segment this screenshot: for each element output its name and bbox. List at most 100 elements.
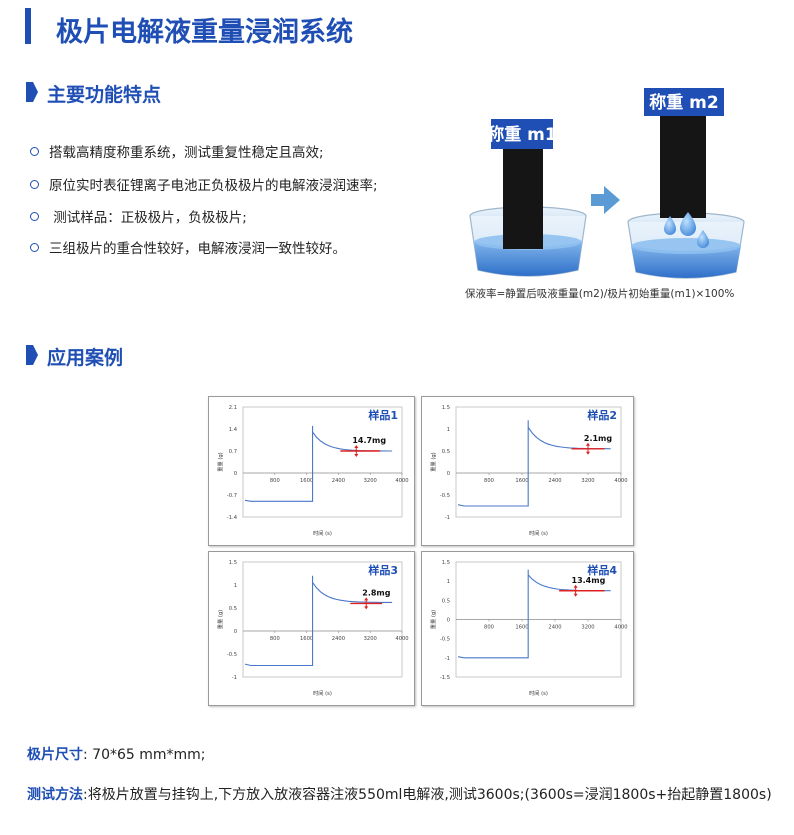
x-tick-label: 2400	[332, 478, 345, 484]
x-axis-label: 时间 (s)	[529, 529, 548, 537]
x-tick-label: 3200	[581, 625, 594, 631]
y-tick-label: 1.5	[442, 405, 450, 411]
size-label: 极片尺寸	[27, 747, 83, 763]
chart-panel: 1.5 1 0.5 0 -0.5 -1 800 1600 2400 3200 4000 时间 (s) 重…	[421, 396, 634, 546]
annotation-label: 2.1mg	[584, 434, 613, 443]
electrode-sample-m2	[660, 116, 706, 218]
y-axis-label: 重量 (g)	[429, 610, 437, 629]
arrow-down-icon	[573, 593, 578, 597]
page-title: 极片电解液重量浸润系统	[56, 17, 353, 48]
annotation-label: 2.8mg	[362, 588, 391, 597]
bullet-icon	[30, 179, 39, 189]
y-tick-label: -0.5	[440, 493, 450, 499]
x-tick-label: 4000	[614, 625, 627, 631]
arrow-up-icon	[573, 584, 578, 588]
sample-label: 样品1	[368, 408, 398, 422]
x-tick-label: 4000	[614, 478, 627, 484]
arrow-up-icon	[586, 442, 590, 446]
m1-label: 称重 m1	[487, 124, 556, 145]
x-axis-label: 时间 (s)	[529, 689, 548, 697]
x-tick-label: 1600	[300, 478, 313, 484]
y-tick-label: -0.7	[227, 493, 237, 499]
x-tick-label: 1600	[515, 478, 528, 484]
title-accent-bar	[25, 8, 31, 44]
y-tick-label: 2.1	[229, 405, 237, 411]
y-tick-label: 0	[234, 471, 237, 477]
x-tick-label: 2400	[548, 625, 561, 631]
arrow-up-icon	[354, 445, 359, 448]
x-tick-label: 3200	[581, 478, 594, 484]
feature-item: 三组极片的重合性较好，电解液浸润一致性较好。	[30, 237, 346, 257]
y-tick-label: 1	[234, 583, 237, 589]
m1-label-box	[491, 119, 553, 149]
features-heading: 主要功能特点	[47, 84, 162, 106]
sample-label: 样品4	[587, 563, 617, 577]
electrode-sample-m1	[503, 149, 543, 249]
droplet-icon	[697, 230, 709, 248]
y-tick-label: 0.5	[442, 449, 450, 455]
y-tick-label: 1	[447, 427, 450, 433]
arrow-down-icon	[354, 454, 359, 457]
y-tick-label: 0.5	[229, 606, 237, 612]
droplet-icon	[664, 216, 676, 235]
annotation-label: 14.7mg	[352, 436, 386, 445]
y-tick-label: 0	[447, 471, 450, 477]
x-tick-label: 2400	[548, 478, 561, 484]
x-axis-label: 时间 (s)	[313, 529, 332, 537]
y-axis-label: 重量 (g)	[216, 610, 224, 629]
y-tick-label: 1.4	[229, 427, 238, 433]
section-arrow-icon	[26, 82, 38, 102]
x-axis-label: 时间 (s)	[313, 689, 332, 697]
beaker-right	[627, 212, 745, 279]
x-tick-label: 3200	[364, 478, 377, 484]
feature-item: 原位实时表征锂离子电池正负极极片的电解液浸润速率;	[30, 174, 378, 194]
x-tick-label: 800	[270, 478, 280, 484]
feature-item: 搭载高精度称重系统，测试重复性稳定且高效;	[30, 141, 324, 161]
plot-area	[455, 406, 622, 518]
sample-label: 样品2	[587, 408, 617, 422]
y-tick-label: -1.4	[227, 515, 238, 521]
arrow-down-icon	[586, 451, 590, 455]
x-tick-label: 800	[270, 636, 280, 642]
y-axis-label: 重量 (g)	[429, 452, 437, 471]
x-tick-label: 4000	[395, 636, 408, 642]
test-method-line: 测试方法:将极片放置与挂钩上,下方放入放液容器注液550ml电解液,测试3600…	[27, 784, 772, 804]
retention-formula: 保液率=静置后吸液重量(m2)/极片初始重量(m1)×100%	[465, 288, 735, 300]
m2-label: 称重 m2	[649, 92, 718, 113]
y-tick-label: -1.5	[440, 675, 450, 681]
section-arrow-icon	[26, 345, 38, 365]
y-tick-label: 0	[447, 618, 450, 624]
x-tick-label: 1600	[515, 625, 528, 631]
x-tick-label: 800	[484, 478, 494, 484]
method-label: 测试方法	[27, 787, 83, 803]
droplet-icon	[680, 212, 696, 236]
bullet-icon	[30, 242, 39, 252]
chart-panel: 2.1 1.4 0.7 0 -0.7 -1.4 800 1600 2400 3200 4000 时间 …	[208, 396, 415, 546]
feature-text: 三组极片的重合性较好，电解液浸润一致性较好。	[49, 241, 346, 257]
y-tick-label: -1	[232, 675, 237, 681]
y-tick-label: 0	[234, 629, 237, 635]
y-tick-label: 1.5	[229, 560, 237, 566]
method-value: :将极片放置与挂钩上,下方放入放液容器注液550ml电解液,测试3600s;(3…	[83, 787, 772, 803]
x-tick-label: 2400	[332, 636, 345, 642]
m2-label-box	[644, 88, 724, 116]
size-value: : 70*65 mm*mm;	[83, 747, 206, 763]
x-tick-label: 4000	[395, 478, 408, 484]
y-tick-label: 0.7	[229, 449, 237, 455]
cases-heading: 应用案例	[47, 347, 124, 369]
arrow-up-icon	[364, 597, 369, 601]
y-tick-label: -1	[445, 656, 450, 662]
feature-text: 搭载高精度称重系统，测试重复性稳定且高效;	[49, 145, 324, 161]
weighing-diagram: 称重 m1 称重 m2	[469, 88, 745, 279]
arrow-right-icon	[591, 186, 620, 214]
y-tick-label: -0.5	[227, 652, 237, 658]
y-tick-label: -1	[445, 515, 450, 521]
x-tick-label: 800	[484, 625, 494, 631]
feature-item: 测试样品：正极极片，负极极片;	[30, 206, 247, 226]
annotation-label: 13.4mg	[572, 576, 606, 585]
sample-label: 样品3	[368, 563, 398, 577]
